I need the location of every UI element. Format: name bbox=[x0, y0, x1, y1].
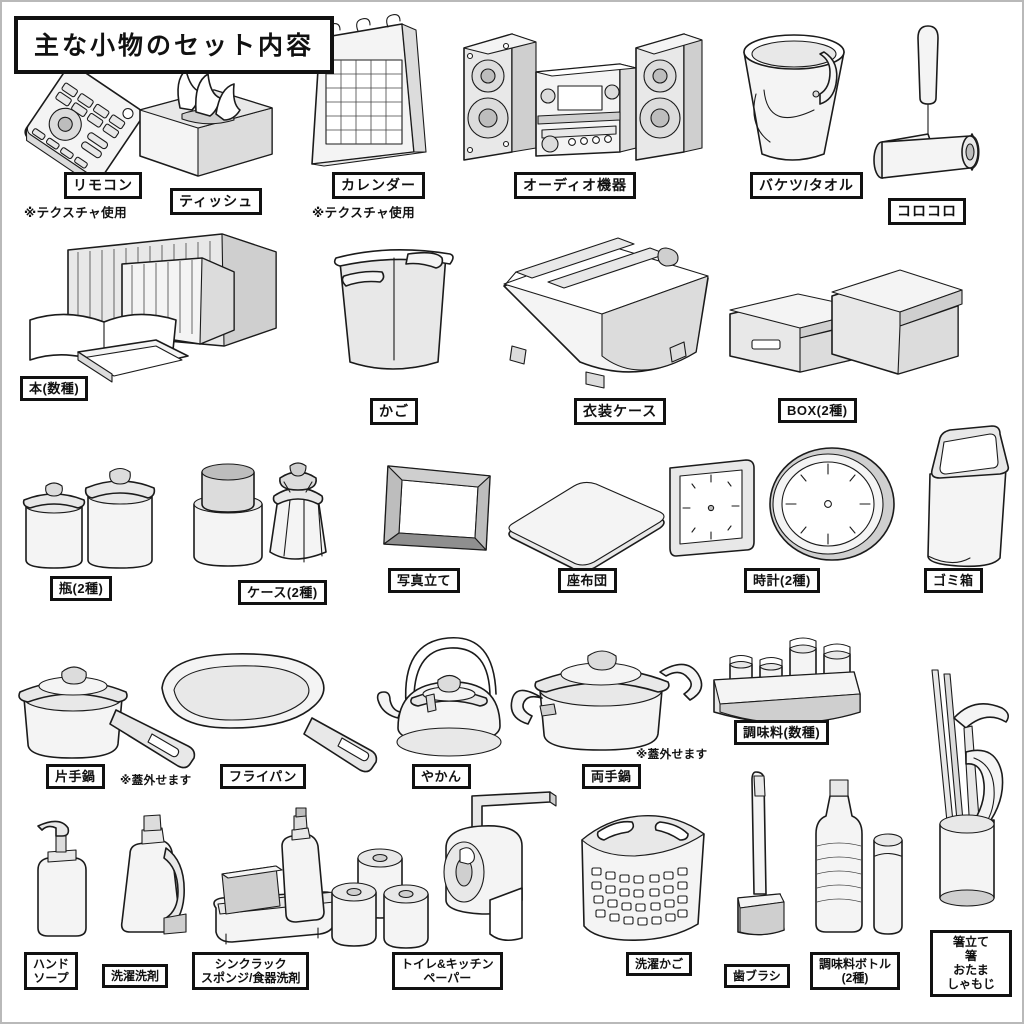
note-remote-texture: ※テクスチャ使用 bbox=[24, 206, 128, 220]
label-jars: 瓶(2種) bbox=[50, 576, 113, 602]
label-saucepan: 片手鍋 bbox=[46, 764, 105, 790]
label-paper: トイレ&キッチン ペーパー bbox=[392, 952, 503, 991]
cases-illustration bbox=[178, 452, 368, 577]
label-clocks: 時計(2種) bbox=[744, 568, 820, 594]
chopstick-stand-illustration bbox=[910, 656, 1020, 916]
books-illustration bbox=[26, 228, 306, 398]
note-pot-lid: ※蓋外せます bbox=[636, 749, 708, 761]
frying-pan-illustration bbox=[154, 642, 384, 773]
tissue-box-illustration bbox=[130, 64, 280, 179]
seasoning-set-illustration bbox=[708, 628, 868, 738]
label-trash-can: ゴミ箱 bbox=[924, 568, 983, 594]
label-sink-rack: シンクラック スポンジ/食器洗剤 bbox=[192, 952, 310, 991]
note-calendar-texture: ※テクスチャ使用 bbox=[312, 206, 416, 220]
page-title: 主な小物のセット内容 bbox=[14, 16, 335, 74]
paper-rolls-illustration bbox=[324, 788, 564, 949]
storage-basket-illustration bbox=[318, 236, 468, 376]
label-frying-pan: フライパン bbox=[220, 764, 306, 790]
label-pot: 両手鍋 bbox=[582, 764, 641, 790]
lint-roller-illustration bbox=[873, 16, 994, 186]
photo-frame-illustration bbox=[376, 454, 506, 564]
note-saucepan-lid: ※蓋外せます bbox=[120, 775, 192, 787]
label-hand-soap: ハンド ソープ bbox=[24, 952, 79, 991]
label-kettle: やかん bbox=[412, 764, 471, 790]
remote-control-illustration bbox=[8, 64, 158, 184]
label-kago: かご bbox=[370, 398, 418, 425]
label-seasoning-bottles: 調味料ボトル (2種) bbox=[810, 952, 901, 991]
label-photo-frame: 写真立て bbox=[388, 568, 461, 594]
label-tissue: ティッシュ bbox=[170, 188, 263, 215]
cushion-illustration bbox=[502, 476, 672, 576]
label-laundry-basket: 洗濯かご bbox=[626, 952, 693, 977]
label-toothbrush: 歯ブラシ bbox=[724, 964, 790, 989]
trash-can-illustration bbox=[910, 422, 1020, 572]
laundry-detergent-illustration bbox=[104, 810, 204, 945]
saucepan-illustration bbox=[12, 638, 222, 769]
pot-illustration bbox=[508, 628, 708, 768]
kettle-illustration bbox=[372, 622, 522, 772]
label-cases: ケース(2種) bbox=[238, 580, 327, 606]
label-seasonings: 調味料(数種) bbox=[734, 720, 830, 746]
jars-illustration bbox=[12, 464, 192, 574]
audio-system-illustration bbox=[450, 20, 703, 180]
label-calendar: カレンダー bbox=[332, 172, 425, 199]
bucket-illustration bbox=[728, 22, 868, 172]
label-laundry-detergent: 洗濯洗剤 bbox=[102, 964, 169, 989]
label-bucket-towel: バケツ/タオル bbox=[750, 172, 863, 199]
label-remote: リモコン bbox=[64, 172, 142, 199]
label-box: BOX(2種) bbox=[778, 398, 857, 424]
calendar-illustration bbox=[298, 14, 438, 176]
label-audio: オーディオ機器 bbox=[514, 172, 637, 199]
label-cushion: 座布団 bbox=[558, 568, 617, 594]
clocks-illustration bbox=[662, 446, 902, 566]
label-clothes-case: 衣装ケース bbox=[574, 398, 667, 425]
seasoning-bottles-illustration bbox=[798, 772, 918, 942]
label-chopstick-set: 箸立て 箸 おたま しゃもじ bbox=[930, 930, 1012, 997]
label-books: 本(数種) bbox=[20, 376, 89, 402]
clothes-case-illustration bbox=[490, 228, 720, 389]
laundry-basket-illustration bbox=[568, 806, 718, 946]
toothbrush-illustration bbox=[728, 762, 798, 942]
storage-box-illustration bbox=[722, 252, 963, 382]
hand-soap-illustration bbox=[18, 814, 108, 944]
label-lint-roller: コロコロ bbox=[888, 198, 966, 225]
